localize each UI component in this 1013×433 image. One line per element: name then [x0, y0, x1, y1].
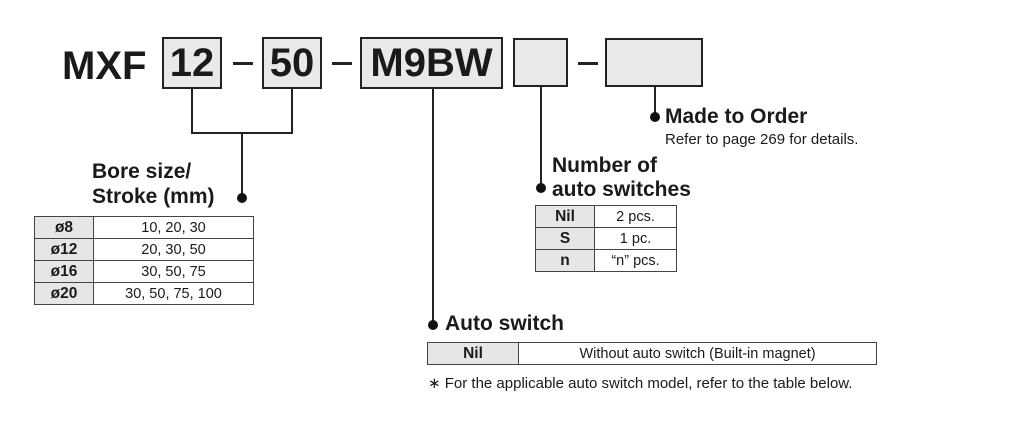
made-to-order-leader-line: [654, 87, 656, 117]
table-row: ø20 30, 50, 75, 100: [34, 282, 254, 305]
auto-switch-footnote: ∗ For the applicable auto switch model, …: [428, 375, 853, 392]
auto-switch-description-cell: Without auto switch (Built-in magnet): [518, 342, 877, 365]
switch-count-title-line1: Number of: [552, 154, 657, 177]
switch-count-code-cell: Nil: [535, 205, 595, 228]
separator-dash: [233, 62, 253, 65]
bore-stroke-table: ø8 10, 20, 30 ø12 20, 30, 50 ø16 30, 50,…: [34, 216, 254, 305]
switch-count-value-cell: 2 pcs.: [594, 205, 677, 228]
auto-switch-leader-dot: [428, 320, 438, 330]
table-row: ø8 10, 20, 30: [34, 216, 254, 239]
switch-count-table: Nil 2 pcs. S 1 pc. n “n” pcs.: [535, 205, 677, 272]
stroke-cell: 20, 30, 50: [93, 238, 254, 261]
auto-switch-code-box: M9BW: [360, 37, 503, 89]
table-row: S 1 pc.: [535, 227, 677, 250]
switch-count-value-cell: “n” pcs.: [594, 249, 677, 272]
separator-dash: [578, 62, 598, 65]
switch-count-code-box: [513, 38, 568, 87]
stroke-code-box: 50: [262, 37, 322, 89]
bore-cell: ø20: [34, 282, 94, 305]
switch-count-title-line2: auto switches: [552, 178, 691, 201]
separator-dash: [332, 62, 352, 65]
made-to-order-code-box: [605, 38, 703, 87]
switch-count-code-cell: S: [535, 227, 595, 250]
table-row: Nil Without auto switch (Built-in magnet…: [427, 342, 877, 365]
bore-code-box: 12: [162, 37, 222, 89]
bore-stroke-leader-dot: [237, 193, 247, 203]
bore-cell: ø12: [34, 238, 94, 261]
bore-stroke-leader-line: [241, 132, 243, 198]
stroke-cell: 10, 20, 30: [93, 216, 254, 239]
made-to-order-leader-dot: [650, 112, 660, 122]
bore-cell: ø8: [34, 216, 94, 239]
stroke-cell: 30, 50, 75, 100: [93, 282, 254, 305]
auto-switch-table: Nil Without auto switch (Built-in magnet…: [427, 342, 877, 365]
switch-count-leader-dot: [536, 183, 546, 193]
made-to-order-note: Refer to page 269 for details.: [665, 131, 859, 148]
model-prefix: MXF: [62, 44, 147, 88]
made-to-order-title: Made to Order: [665, 105, 808, 128]
bore-stroke-title-line1: Bore size/: [92, 160, 192, 183]
auto-switch-leader-line: [432, 89, 434, 323]
bore-stroke-title-line2: Stroke (mm): [92, 185, 215, 208]
bore-cell: ø16: [34, 260, 94, 283]
table-row: Nil 2 pcs.: [535, 205, 677, 228]
switch-count-leader-line: [540, 87, 542, 187]
table-row: ø16 30, 50, 75: [34, 260, 254, 283]
stroke-leader-line: [291, 89, 293, 133]
auto-switch-code-cell: Nil: [427, 342, 519, 365]
table-row: n “n” pcs.: [535, 249, 677, 272]
stroke-cell: 30, 50, 75: [93, 260, 254, 283]
switch-count-value-cell: 1 pc.: [594, 227, 677, 250]
table-row: ø12 20, 30, 50: [34, 238, 254, 261]
bore-leader-line: [191, 89, 193, 133]
auto-switch-title: Auto switch: [445, 312, 564, 335]
switch-count-code-cell: n: [535, 249, 595, 272]
